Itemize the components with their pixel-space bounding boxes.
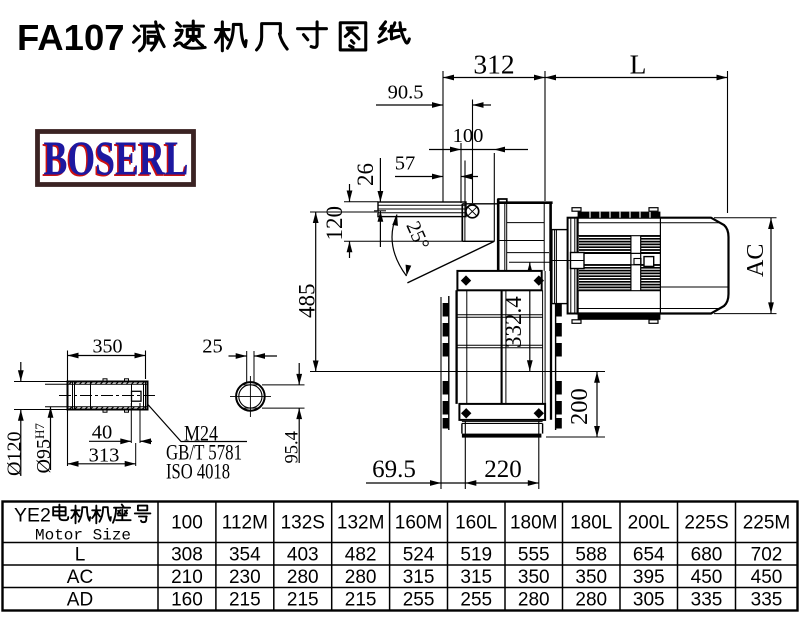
svg-text:180L: 180L	[570, 513, 612, 534]
svg-text:312: 312	[473, 49, 514, 80]
svg-text:280: 280	[575, 590, 607, 611]
svg-text:702: 702	[751, 545, 783, 566]
svg-text:305: 305	[633, 590, 665, 611]
svg-text:M24: M24	[184, 421, 218, 446]
svg-text:354: 354	[229, 545, 261, 566]
svg-text:40: 40	[92, 422, 113, 444]
svg-text:654: 654	[633, 545, 665, 566]
svg-text:280: 280	[518, 590, 550, 611]
svg-text:680: 680	[691, 545, 723, 566]
svg-text:YE2: YE2	[14, 505, 51, 527]
svg-text:120: 120	[322, 206, 347, 241]
svg-text:315: 315	[460, 567, 492, 588]
svg-text:95.4: 95.4	[283, 431, 303, 463]
svg-text:AC: AC	[743, 244, 769, 277]
svg-text:255: 255	[403, 590, 435, 611]
svg-text:280: 280	[287, 567, 319, 588]
svg-text:519: 519	[460, 545, 492, 566]
svg-text:ISO 4018: ISO 4018	[166, 459, 230, 484]
svg-text:220: 220	[484, 456, 522, 483]
svg-text:215: 215	[345, 590, 377, 611]
svg-text:350: 350	[518, 567, 550, 588]
svg-text:255: 255	[460, 590, 492, 611]
svg-text:332.4: 332.4	[501, 296, 526, 348]
svg-text:180M: 180M	[510, 513, 558, 534]
svg-text:L: L	[630, 49, 647, 80]
svg-text:AD: AD	[67, 590, 93, 611]
svg-text:90.5: 90.5	[388, 82, 424, 104]
svg-text:335: 335	[751, 590, 783, 611]
svg-text:524: 524	[403, 545, 435, 566]
svg-text:L: L	[75, 545, 86, 566]
svg-text:350: 350	[575, 567, 607, 588]
svg-text:450: 450	[691, 567, 723, 588]
svg-text:100: 100	[453, 125, 484, 147]
svg-text:200: 200	[566, 388, 593, 425]
svg-text:112M: 112M	[222, 513, 268, 534]
svg-text:160L: 160L	[455, 513, 497, 534]
svg-text:350: 350	[93, 336, 123, 358]
svg-text:335: 335	[691, 590, 723, 611]
svg-text:215: 215	[287, 590, 319, 611]
svg-text:132M: 132M	[337, 513, 385, 534]
svg-text:482: 482	[345, 545, 377, 566]
svg-text:230: 230	[229, 567, 261, 588]
svg-text:403: 403	[287, 545, 319, 566]
svg-text:25: 25	[202, 336, 223, 358]
svg-text:225S: 225S	[684, 513, 728, 534]
svg-text:AC: AC	[67, 567, 93, 588]
svg-text:280: 280	[345, 567, 377, 588]
svg-text:160: 160	[171, 590, 203, 611]
svg-text:225M: 225M	[743, 513, 791, 534]
svg-text:210: 210	[171, 567, 203, 588]
svg-text:395: 395	[633, 567, 665, 588]
svg-text:FA107: FA107	[17, 17, 125, 58]
svg-text:GB/T 5781: GB/T 5781	[166, 440, 242, 465]
svg-text:Ø120: Ø120	[4, 432, 26, 476]
svg-text:200L: 200L	[628, 513, 670, 534]
svg-text:555: 555	[518, 545, 550, 566]
svg-text:160M: 160M	[395, 513, 443, 534]
svg-text:215: 215	[229, 590, 261, 611]
svg-text:313: 313	[89, 445, 120, 467]
svg-text:BOSERL: BOSERL	[42, 132, 187, 187]
svg-text:100: 100	[171, 513, 203, 534]
svg-text:57: 57	[395, 153, 416, 175]
svg-text:BOSERL: BOSERL	[44, 131, 189, 186]
svg-text:69.5: 69.5	[372, 456, 416, 483]
svg-text:315: 315	[403, 567, 435, 588]
svg-text:Motor Size: Motor Size	[35, 527, 131, 545]
svg-text:132S: 132S	[281, 513, 325, 534]
svg-text:308: 308	[171, 545, 203, 566]
svg-text:588: 588	[575, 545, 607, 566]
svg-text:450: 450	[751, 567, 783, 588]
svg-text:26: 26	[353, 163, 378, 186]
